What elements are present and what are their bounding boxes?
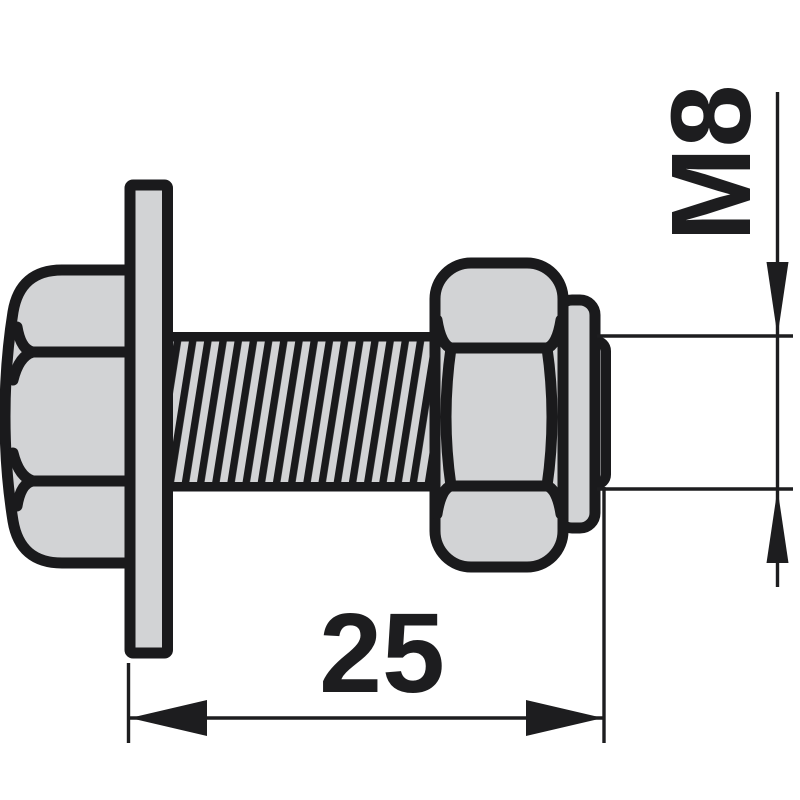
flange-plate [124,179,173,659]
arrow-down-icon [766,262,789,336]
nut-facet-hook-bottom-left [431,480,457,520]
parts-group [0,179,611,659]
arrow-left-icon [130,700,207,736]
bolt-head [0,264,141,569]
shaft-bottom-edge [173,482,463,492]
bolt-head-silhouette [0,264,141,569]
shaft-top-edge [173,332,463,342]
arrow-right-icon [526,700,603,736]
bolt-head-facet-hook-top-down [7,346,39,386]
nut-facet-hook-bottom-right [541,480,567,520]
length-dimension: 25 [126,487,606,743]
hex-nut [429,257,569,573]
nut-facet-hook-top-right [541,314,567,354]
m8-dimension: M8 [597,85,793,587]
shaft-thread-hatching [173,332,463,492]
bolt-head-facet-hook-bottom-up [7,447,39,487]
nut-facet-side-left [440,342,457,492]
length-label: 25 [319,590,445,716]
nut-facet-side-right [541,342,558,492]
arrow-up-icon [766,489,789,563]
thread-size-label: M8 [648,85,774,242]
nut-facet-hook-top-left [431,314,457,354]
threaded-shaft [173,332,463,492]
nut-silhouette [429,257,569,573]
